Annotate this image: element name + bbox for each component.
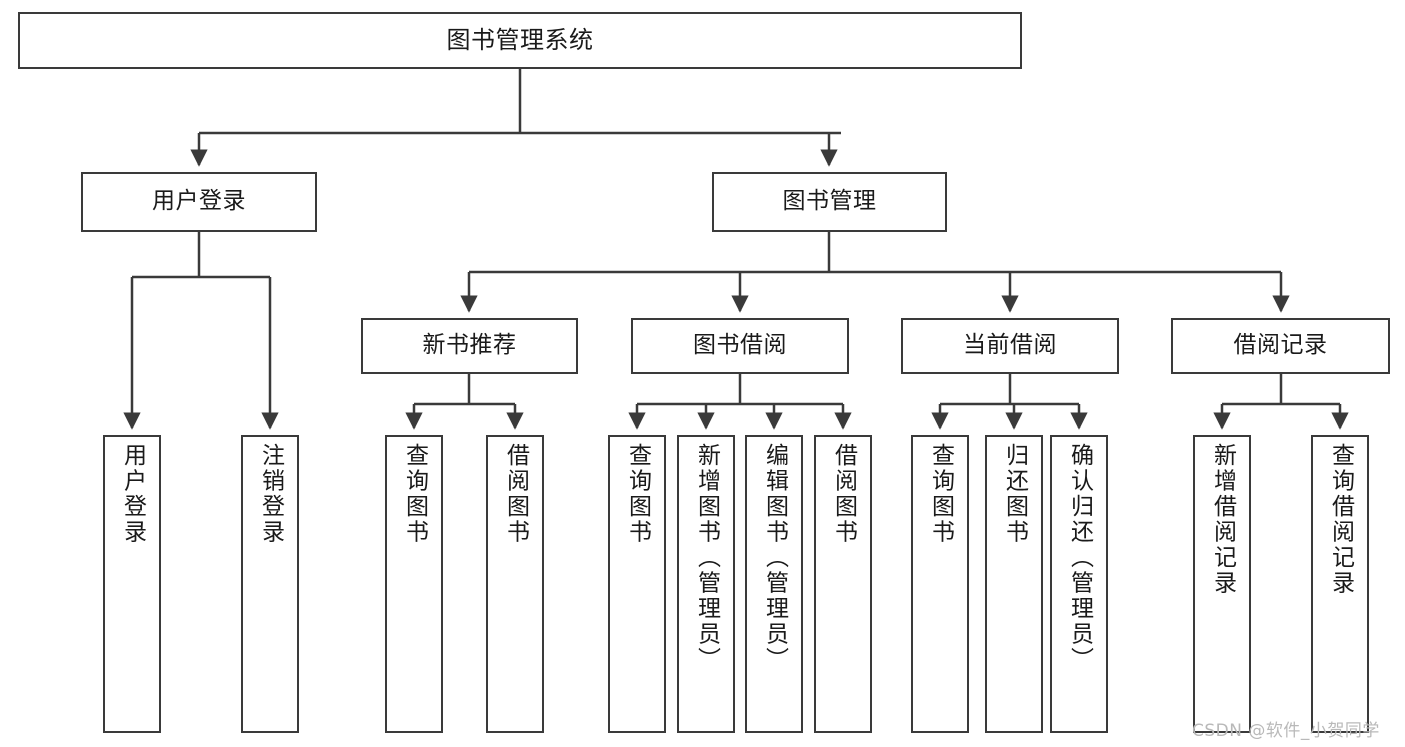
node-label: 借阅图书 [830,443,857,545]
node-label: 图书管理系统 [446,26,594,55]
node-label: 图书借阅 [693,332,787,359]
node-label: 归还图书 [1001,443,1028,545]
csdn-watermark: CSDN @软件_小贺同学 [1192,721,1380,741]
node-label: 当前借阅 [963,332,1057,359]
node-label: 用户登录 [152,188,246,215]
node-leaf-query-book-newbook[interactable]: 查询图书 [385,435,443,733]
node-user-login[interactable]: 用户登录 [81,172,317,232]
node-leaf-borrow-book-newbook[interactable]: 借阅图书 [486,435,544,733]
node-label: 用户登录 [119,443,146,545]
node-leaf-return-book[interactable]: 归还图书 [985,435,1043,733]
node-leaf-query-book-current[interactable]: 查询图书 [911,435,969,733]
node-label: 编辑图书（管理员） [761,443,788,673]
node-leaf-user-login[interactable]: 用户登录 [103,435,161,733]
node-leaf-add-borrow-record[interactable]: 新增借阅记录 [1193,435,1251,733]
node-label: 查询图书 [624,443,651,545]
node-leaf-confirm-return-admin[interactable]: 确认归还（管理员） [1050,435,1108,733]
node-new-book-recommend[interactable]: 新书推荐 [361,318,578,374]
node-label: 借阅记录 [1233,332,1328,359]
node-label: 借阅图书 [502,443,529,545]
node-label: 查询图书 [927,443,954,545]
node-label: 查询图书 [401,443,428,545]
node-label: 新增借阅记录 [1209,443,1236,596]
node-leaf-edit-book-admin[interactable]: 编辑图书（管理员） [745,435,803,733]
node-leaf-add-book-admin[interactable]: 新增图书（管理员） [677,435,735,733]
node-leaf-query-book-borrow[interactable]: 查询图书 [608,435,666,733]
node-book-borrow[interactable]: 图书借阅 [631,318,849,374]
node-current-borrow[interactable]: 当前借阅 [901,318,1119,374]
node-label: 确认归还（管理员） [1066,443,1093,673]
node-label: 注销登录 [257,443,284,545]
node-label: 新增图书（管理员） [693,443,720,673]
node-label: 图书管理 [782,188,877,215]
node-label: 查询借阅记录 [1327,443,1354,596]
node-leaf-borrow-book[interactable]: 借阅图书 [814,435,872,733]
node-root-system[interactable]: 图书管理系统 [18,12,1022,69]
node-leaf-logout[interactable]: 注销登录 [241,435,299,733]
node-book-manage[interactable]: 图书管理 [712,172,947,232]
node-leaf-query-borrow-record[interactable]: 查询借阅记录 [1311,435,1369,733]
node-label: 新书推荐 [422,332,517,359]
node-borrow-record[interactable]: 借阅记录 [1171,318,1390,374]
